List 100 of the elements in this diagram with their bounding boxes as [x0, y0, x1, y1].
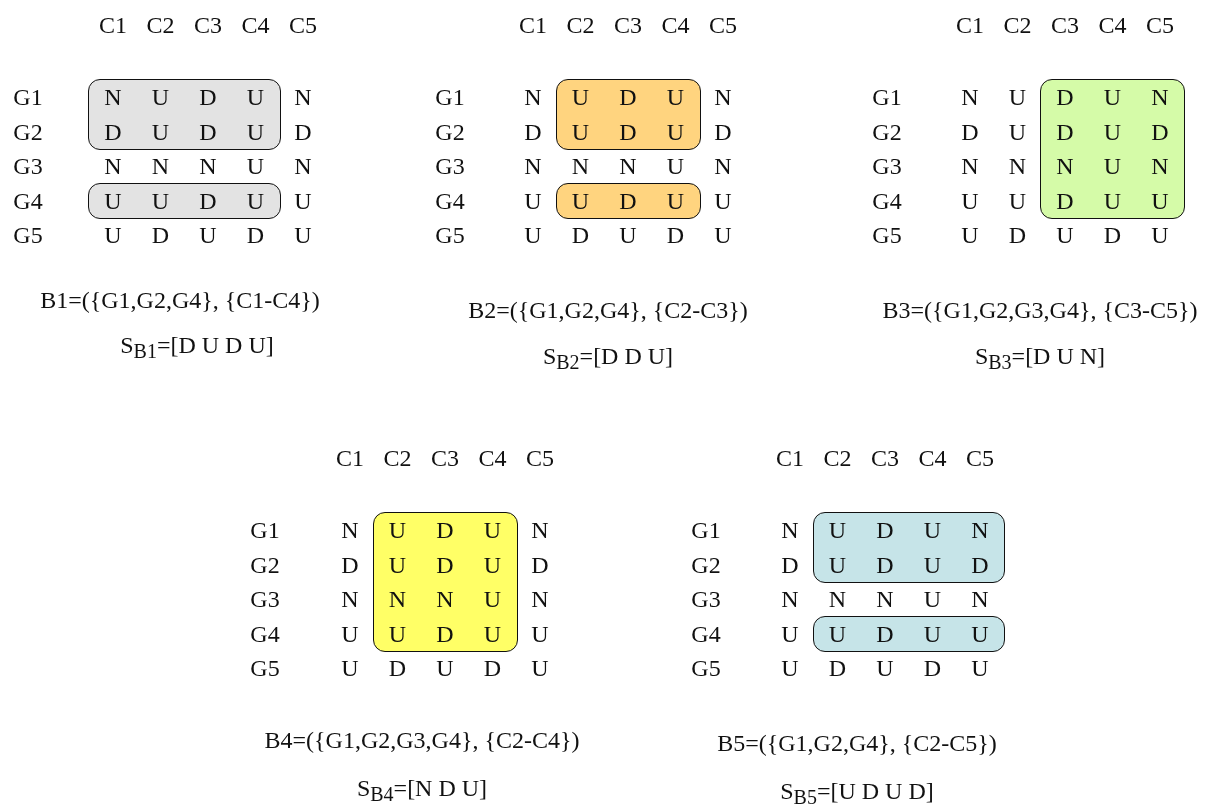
matrix-value: D — [923, 656, 942, 680]
matrix-value: N — [1151, 154, 1169, 178]
row-header: G4 — [250, 621, 280, 646]
matrix-value: D — [388, 656, 407, 680]
matrix-value: U — [876, 656, 894, 680]
matrix-value: N — [876, 587, 894, 611]
matrix-value: D — [619, 188, 637, 213]
bicluster-signature: S$_{B4}$=[N D U] — [356, 775, 488, 805]
column-header: C4 — [918, 446, 947, 470]
matrix-value: D — [151, 223, 170, 247]
matrix-value: D — [199, 85, 217, 109]
matrix-value: U — [294, 223, 312, 247]
matrix-value: U — [1008, 119, 1027, 144]
matrix-value: U — [666, 85, 685, 109]
matrix-value: U — [828, 518, 847, 542]
row-header: G3 — [691, 587, 721, 611]
bicluster-formula: B2=({G1,G2,G4}, {C2-C3}) — [468, 298, 748, 322]
matrix-value: U — [388, 552, 407, 577]
matrix-value: U — [1008, 188, 1027, 213]
matrix-value: U — [199, 223, 217, 247]
row-header: G3 — [250, 587, 280, 611]
column-header: C5 — [526, 446, 554, 470]
column-header: C5 — [966, 446, 994, 470]
matrix-value: D — [571, 223, 590, 247]
matrix-value: D — [436, 518, 454, 542]
matrix-value: N — [524, 85, 542, 109]
matrix-value: U — [666, 154, 685, 178]
matrix-value: U — [666, 119, 685, 144]
row-header: G5 — [691, 656, 721, 680]
row-header: G1 — [13, 85, 43, 109]
matrix-value: U — [781, 621, 799, 646]
matrix-value: U — [714, 188, 732, 213]
matrix-value: N — [436, 587, 454, 611]
bicluster-formula: B3=({G1,G2,G3,G4}, {C3-C5}) — [882, 298, 1198, 322]
matrix-value: N — [961, 85, 979, 109]
matrix-value: U — [294, 188, 312, 213]
matrix-value: U — [531, 656, 549, 680]
matrix-value: N — [781, 587, 799, 611]
matrix-value: U — [246, 85, 265, 109]
matrix-value: N — [619, 154, 637, 178]
matrix-value: U — [151, 119, 170, 144]
matrix-value: D — [1151, 119, 1169, 144]
column-header: C3 — [1051, 13, 1079, 37]
column-header: C2 — [383, 446, 412, 470]
matrix-value: U — [524, 223, 542, 247]
matrix-value: N — [104, 85, 122, 109]
matrix-value: D — [619, 85, 637, 109]
matrix-value: N — [828, 587, 847, 611]
matrix-value: D — [524, 119, 542, 144]
matrix-value: D — [1056, 119, 1074, 144]
matrix-value: U — [571, 119, 590, 144]
column-header: C1 — [519, 13, 547, 37]
matrix-value: N — [531, 518, 549, 542]
bicluster-signature: S$_{B5}$=[U D U D] — [780, 778, 934, 806]
matrix-value: N — [1056, 154, 1074, 178]
matrix-value: U — [1151, 188, 1169, 213]
row-header: G4 — [691, 621, 721, 646]
matrix-value: D — [971, 552, 989, 577]
matrix-value: D — [199, 119, 217, 144]
matrix-value: N — [341, 587, 359, 611]
matrix-value: D — [1008, 223, 1027, 247]
bicluster-signature: S$_{B1}$=[D U D U] — [120, 332, 274, 362]
matrix-value: D — [1056, 188, 1074, 213]
row-header: G4 — [872, 188, 902, 213]
matrix-value: U — [524, 188, 542, 213]
matrix-value: U — [1103, 85, 1122, 109]
column-header: C4 — [241, 13, 270, 37]
matrix-value: D — [1103, 223, 1122, 247]
matrix-value: N — [714, 85, 732, 109]
matrix-value: U — [1103, 119, 1122, 144]
matrix-value: N — [971, 518, 989, 542]
matrix-value: D — [619, 119, 637, 144]
matrix-value: N — [961, 154, 979, 178]
column-header: C5 — [1146, 13, 1174, 37]
column-header: C3 — [614, 13, 642, 37]
matrix-value: D — [876, 518, 894, 542]
bicluster-formula: B5=({G1,G2,G4}, {C2-C5}) — [717, 731, 997, 755]
matrix-value: U — [246, 188, 265, 213]
column-header: C1 — [336, 446, 364, 470]
bicluster-formula: B4=({G1,G2,G3,G4}, {C2-C4}) — [264, 728, 580, 752]
row-header: G1 — [435, 85, 465, 109]
matrix-value: D — [1056, 85, 1074, 109]
column-header: C5 — [709, 13, 737, 37]
bicluster-formula: B1=({G1,G2,G4}, {C1-C4}) — [40, 288, 320, 312]
matrix-value: U — [571, 188, 590, 213]
column-header: C5 — [289, 13, 317, 37]
matrix-value: N — [524, 154, 542, 178]
matrix-value: D — [961, 119, 979, 144]
matrix-value: U — [246, 119, 265, 144]
row-header: G5 — [435, 223, 465, 247]
matrix-value: U — [828, 552, 847, 577]
matrix-value: U — [531, 621, 549, 646]
matrix-value: U — [483, 552, 502, 577]
column-header: C3 — [194, 13, 222, 37]
matrix-value: N — [531, 587, 549, 611]
column-header: C2 — [146, 13, 175, 37]
matrix-value: U — [1056, 223, 1074, 247]
matrix-value: U — [341, 656, 359, 680]
matrix-value: N — [199, 154, 217, 178]
matrix-value: D — [246, 223, 265, 247]
